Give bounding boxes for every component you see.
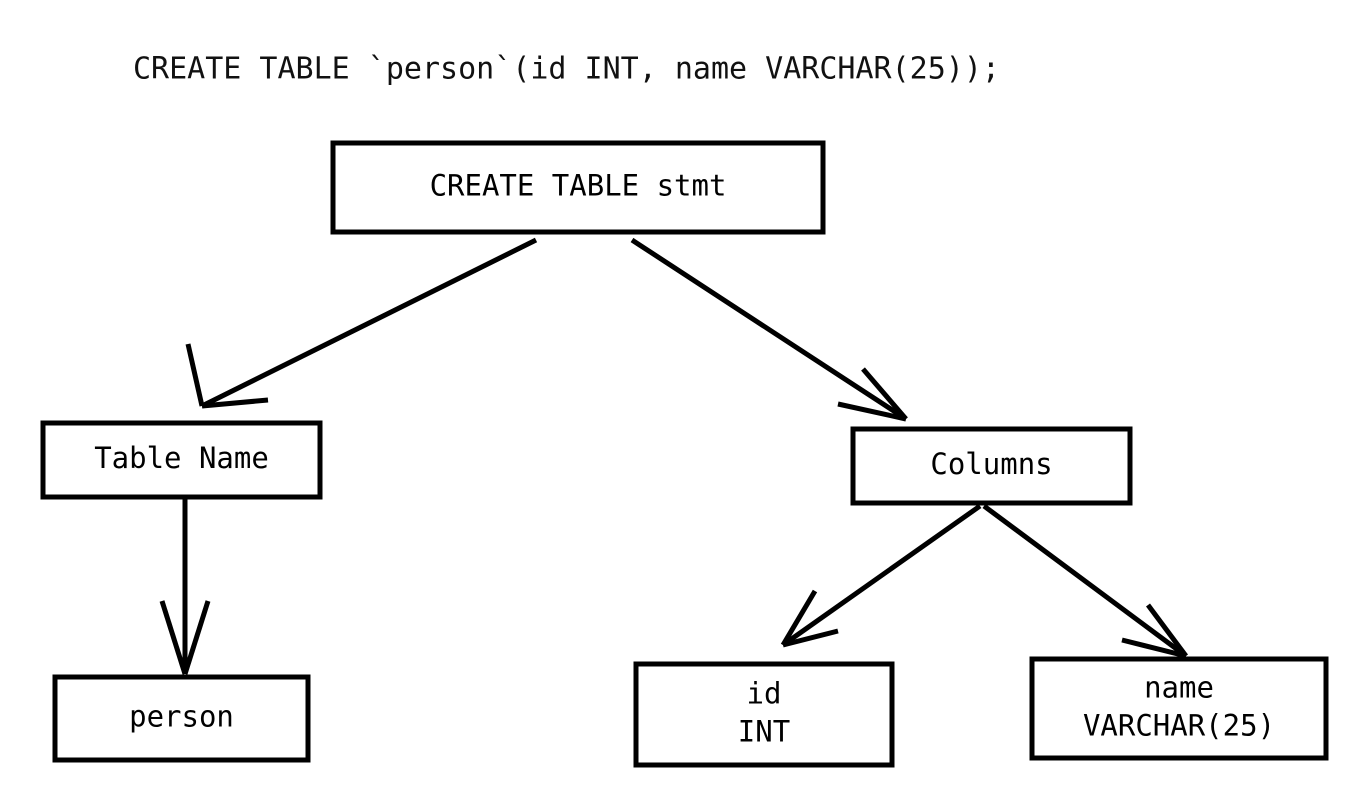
- edge-table-name-to-person-arrowhead-icon-0: [159, 600, 188, 675]
- node-person[interactable]: person: [52, 674, 311, 763]
- edge-columns-to-col-id-shaft: [781, 503, 982, 648]
- node-label-columns: Columns: [930, 447, 1052, 481]
- node-box-columns[interactable]: [850, 426, 1133, 506]
- node-box-col-name[interactable]: [1029, 656, 1329, 761]
- node-columns[interactable]: Columns: [850, 426, 1133, 506]
- node-label-table-name: Table Name: [94, 441, 269, 475]
- edges-layer: [159, 237, 1189, 675]
- node-label-col-name-line-1: VARCHAR(25): [1083, 709, 1275, 743]
- edge-stmt-to-columns-shaft: [630, 237, 908, 422]
- edge-columns-to-col-name-arrowhead-icon-1: [1145, 603, 1189, 658]
- edge-columns-to-col-name-arrowhead-icon-0: [1121, 637, 1187, 659]
- edge-stmt-to-columns-arrowhead-icon-0: [837, 401, 907, 422]
- node-label-person: person: [129, 700, 234, 734]
- edge-stmt-to-table-name-arrowhead-icon-0: [201, 397, 269, 409]
- node-box-person[interactable]: [52, 674, 311, 763]
- node-label-col-id-line-0: id: [747, 677, 782, 711]
- edge-stmt-to-columns-arrowhead-icon-1: [861, 367, 908, 421]
- node-label-create-table-stmt: CREATE TABLE stmt: [430, 169, 727, 203]
- node-label-col-id-line-1: INT: [738, 715, 790, 749]
- node-create-table-stmt[interactable]: CREATE TABLE stmt: [330, 140, 826, 235]
- edge-columns-to-col-id: [780, 503, 982, 648]
- edge-columns-to-col-id-arrowhead-icon-1: [780, 589, 818, 647]
- edge-columns-to-col-name-shaft: [982, 503, 1188, 659]
- edge-stmt-to-columns: [630, 237, 908, 422]
- edge-stmt-to-table-name: [185, 237, 538, 409]
- node-box-col-id[interactable]: [633, 661, 895, 768]
- node-table-name[interactable]: Table Name: [40, 420, 323, 500]
- node-label-col-name-line-0: name: [1144, 671, 1214, 705]
- sql-statement-caption: CREATE TABLE `person`(id INT, name VARCH…: [133, 52, 1000, 87]
- node-box-create-table-stmt[interactable]: [330, 140, 826, 235]
- edge-columns-to-col-id-arrowhead-icon-0: [782, 628, 839, 648]
- edge-stmt-to-table-name-arrowhead-icon-1: [185, 343, 205, 407]
- node-box-table-name[interactable]: [40, 420, 323, 500]
- edge-columns-to-col-name: [982, 503, 1189, 659]
- edge-table-name-to-person: [159, 499, 211, 675]
- edge-table-name-to-person-arrowhead-icon-1: [182, 600, 211, 675]
- edge-stmt-to-table-name-shaft: [200, 237, 538, 409]
